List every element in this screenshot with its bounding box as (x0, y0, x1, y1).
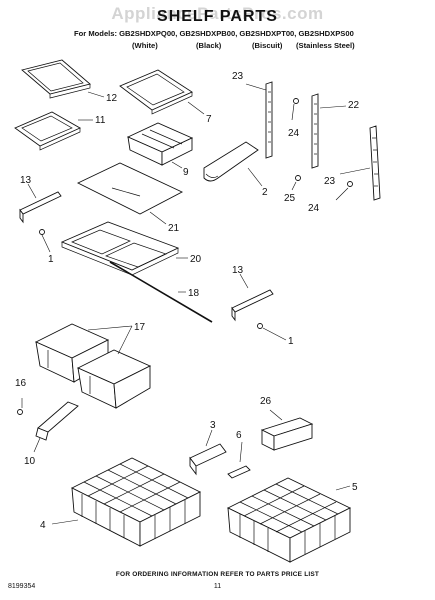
document-number: 8199354 (8, 583, 36, 590)
part-11-shelf (14, 111, 81, 151)
callout-4: 4 (40, 520, 46, 531)
part-5-wire-basket (226, 477, 352, 563)
part-23-rail-lower (369, 125, 381, 201)
part-3-bracket (189, 443, 227, 476)
callout-10: 10 (24, 456, 36, 467)
callout-3: 3 (210, 420, 216, 431)
callout-9: 9 (183, 167, 189, 178)
callout-12: 12 (106, 93, 118, 104)
callout-16: 16 (15, 378, 27, 389)
part-18-rod (109, 261, 213, 323)
callout-1-left: 1 (48, 254, 54, 265)
part-7-shelf (119, 69, 193, 115)
part-17-crisper-drawer-upper (34, 323, 110, 383)
part-17-crisper-drawer-lower (76, 349, 152, 409)
callout-13-right: 13 (232, 265, 244, 276)
variant-stainless: (Stainless Steel) (296, 41, 355, 50)
part-12-shelf (21, 59, 91, 99)
part-21-glass (76, 162, 184, 215)
variant-black: (Black) (196, 41, 222, 50)
callout-18: 18 (188, 288, 200, 299)
variant-biscuit: (Biscuit) (252, 41, 283, 50)
callout-24-upper: 24 (288, 128, 300, 139)
part-4-wire-basket (70, 457, 202, 547)
part-13-bracket-right (231, 289, 274, 322)
models-line: For Models: GB2SHDXPQ00, GB2SHDXPB00, GB… (74, 29, 354, 38)
screw-24-upper (293, 98, 299, 104)
callout-25: 25 (284, 193, 296, 204)
watermark: AppliancePartsPros.com (111, 4, 324, 23)
callout-11: 11 (95, 115, 106, 126)
exploded-parts-diagram: 12 11 7 9 21 13 1 (14, 59, 381, 563)
part-6-slide (227, 465, 251, 479)
callout-20: 20 (190, 254, 202, 265)
ordering-note: FOR ORDERING INFORMATION REFER TO PARTS … (115, 571, 320, 578)
callout-23-upper: 23 (232, 71, 244, 82)
screw-25 (295, 175, 301, 181)
callout-5: 5 (352, 482, 358, 493)
callout-2: 2 (262, 187, 268, 198)
screw-24-lower (347, 181, 353, 187)
callout-6: 6 (236, 430, 242, 441)
callout-21: 21 (168, 223, 180, 234)
callout-7: 7 (206, 114, 212, 125)
callout-13-left: 13 (20, 175, 32, 186)
screw-16 (17, 409, 23, 415)
screw-1-right (257, 323, 263, 329)
callout-26: 26 (260, 396, 272, 407)
part-23-rail-upper (265, 81, 273, 159)
callout-23-lower: 23 (324, 176, 336, 187)
callout-1-right: 1 (288, 336, 294, 347)
part-9-drawer (126, 122, 194, 166)
part-2-trim (203, 141, 259, 182)
variant-white: (White) (132, 41, 158, 50)
page-number: 11 (213, 583, 222, 590)
part-26-bin (260, 417, 314, 451)
callout-22: 22 (348, 100, 360, 111)
part-13-bracket (19, 191, 62, 224)
callout-17: 17 (134, 322, 146, 333)
callout-24-lower: 24 (308, 203, 320, 214)
screw-1-left (39, 229, 45, 235)
page-title: SHELF PARTS (157, 8, 278, 25)
part-22-rail (311, 93, 319, 169)
part-10-bracket (35, 401, 79, 441)
